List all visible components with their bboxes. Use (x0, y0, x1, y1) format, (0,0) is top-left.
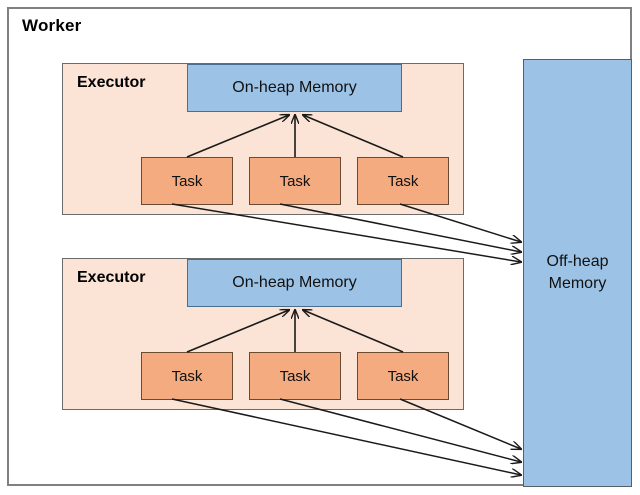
executor-label-1: Executor (77, 74, 146, 91)
on-heap-memory-1: On-heap Memory (187, 64, 402, 112)
task-box: Task (141, 157, 233, 205)
task-box: Task (141, 352, 233, 400)
task-box: Task (249, 157, 341, 205)
task-box: Task (357, 157, 449, 205)
off-heap-memory-block: Off-heap Memory (523, 59, 632, 487)
executor-label-2: Executor (77, 269, 146, 286)
off-heap-memory-label: Off-heap Memory (547, 251, 609, 294)
on-heap-memory-2: On-heap Memory (187, 259, 402, 307)
off-heap-line-2: Memory (548, 275, 607, 292)
task-box: Task (249, 352, 341, 400)
executor-block-1: Executor On-heap Memory Task Task Task (62, 63, 464, 215)
task-box: Task (357, 352, 449, 400)
off-heap-line-1: Off-heap (546, 253, 609, 271)
executor-block-2: Executor On-heap Memory Task Task Task (62, 258, 464, 410)
worker-title: Worker (22, 16, 82, 35)
